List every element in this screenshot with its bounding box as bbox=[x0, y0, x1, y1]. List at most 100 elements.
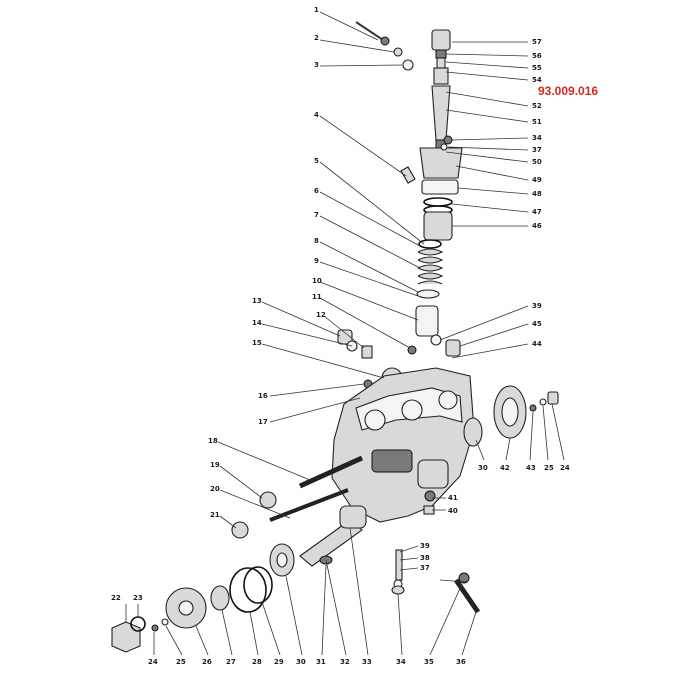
label-40: 40 bbox=[448, 507, 458, 515]
label-36: 36 bbox=[456, 658, 466, 666]
part-6-ring bbox=[418, 239, 442, 249]
label-34-low: 34 bbox=[396, 658, 406, 666]
leader-lines bbox=[125, 11, 565, 656]
callout-labels: 1 2 3 4 5 6 7 8 9 10 11 12 13 14 15 16 1… bbox=[111, 6, 598, 666]
part-7-spring bbox=[417, 248, 444, 285]
label-55: 55 bbox=[532, 64, 542, 72]
part-2 bbox=[393, 47, 403, 57]
label-2: 2 bbox=[314, 34, 319, 42]
label-57: 57 bbox=[532, 38, 542, 46]
label-9: 9 bbox=[314, 257, 319, 265]
part-30-inner bbox=[276, 552, 288, 568]
label-24-right: 24 bbox=[560, 464, 570, 472]
label-51: 51 bbox=[532, 118, 542, 126]
part-57 bbox=[431, 29, 451, 51]
label-11: 11 bbox=[312, 293, 322, 301]
part-34-top bbox=[443, 135, 453, 145]
label-24: 24 bbox=[148, 658, 158, 666]
part-code-label: 93.009.016 bbox=[538, 84, 598, 98]
part-25 bbox=[161, 618, 169, 626]
part-56 bbox=[435, 49, 447, 59]
label-31: 31 bbox=[316, 658, 326, 666]
part-10-plunger bbox=[415, 305, 439, 337]
bore-3 bbox=[438, 390, 458, 410]
label-22: 22 bbox=[111, 594, 121, 602]
part-51 bbox=[431, 85, 451, 141]
label-50: 50 bbox=[532, 158, 542, 166]
part-19 bbox=[259, 491, 277, 509]
label-56: 56 bbox=[532, 52, 542, 60]
label-10: 10 bbox=[312, 277, 322, 285]
part-25-right bbox=[539, 398, 547, 406]
label-4: 4 bbox=[314, 111, 319, 119]
bore-2 bbox=[401, 399, 423, 421]
part-21 bbox=[231, 521, 249, 539]
label-14: 14 bbox=[252, 319, 262, 327]
label-1: 1 bbox=[314, 6, 319, 14]
label-38: 38 bbox=[420, 554, 430, 562]
part-45 bbox=[445, 339, 461, 357]
part-4 bbox=[400, 166, 416, 184]
label-48: 48 bbox=[532, 190, 542, 198]
label-26: 26 bbox=[202, 658, 212, 666]
part-39-top bbox=[430, 334, 442, 346]
label-42: 42 bbox=[500, 464, 510, 472]
label-16: 16 bbox=[258, 392, 268, 400]
label-52: 52 bbox=[532, 102, 542, 110]
label-49: 49 bbox=[532, 176, 542, 184]
part-28 bbox=[229, 567, 267, 613]
part-12 bbox=[361, 345, 373, 359]
housing-side bbox=[417, 459, 449, 489]
label-41: 41 bbox=[448, 494, 458, 502]
label-54: 54 bbox=[532, 76, 542, 84]
label-39-top: 39 bbox=[532, 302, 542, 310]
part-55 bbox=[436, 57, 446, 69]
part-36-bolt bbox=[453, 578, 481, 614]
label-19: 19 bbox=[210, 461, 220, 469]
part-9-seat bbox=[416, 289, 440, 299]
label-18: 18 bbox=[208, 437, 218, 445]
label-29: 29 bbox=[274, 658, 284, 666]
label-33: 33 bbox=[362, 658, 372, 666]
label-39-low: 39 bbox=[420, 542, 430, 550]
label-7: 7 bbox=[314, 211, 319, 219]
part-29 bbox=[243, 566, 273, 604]
label-5: 5 bbox=[314, 157, 319, 165]
part-42-inner bbox=[501, 397, 519, 427]
part-3 bbox=[402, 59, 414, 71]
label-47: 47 bbox=[532, 208, 542, 216]
part-46 bbox=[423, 211, 453, 241]
part-41 bbox=[424, 490, 436, 502]
part-37-top bbox=[440, 143, 448, 151]
label-32: 32 bbox=[340, 658, 350, 666]
part-26-hole bbox=[178, 600, 194, 616]
label-46: 46 bbox=[532, 222, 542, 230]
label-25: 25 bbox=[176, 658, 186, 666]
part-35-nut bbox=[458, 572, 470, 584]
part-23-washer bbox=[130, 616, 146, 632]
label-23: 23 bbox=[133, 594, 143, 602]
label-21: 21 bbox=[210, 511, 220, 519]
label-15: 15 bbox=[252, 339, 262, 347]
label-13: 13 bbox=[252, 297, 262, 305]
part-43 bbox=[529, 404, 537, 412]
label-43: 43 bbox=[526, 464, 536, 472]
part-shaft-flange bbox=[339, 505, 367, 529]
label-17: 17 bbox=[258, 418, 268, 426]
label-37-top: 37 bbox=[532, 146, 542, 154]
label-30: 30 bbox=[296, 658, 306, 666]
label-27: 27 bbox=[226, 658, 236, 666]
part-27 bbox=[210, 585, 230, 611]
bore-1 bbox=[364, 409, 386, 431]
label-34-top: 34 bbox=[532, 134, 542, 142]
part-30-right bbox=[463, 417, 483, 447]
label-37-low: 37 bbox=[420, 564, 430, 572]
parts-drawing bbox=[111, 21, 559, 653]
label-35: 35 bbox=[424, 658, 434, 666]
part-24 bbox=[151, 624, 159, 632]
part-22-nut bbox=[111, 621, 141, 653]
part-48 bbox=[421, 179, 459, 195]
part-1 bbox=[380, 36, 390, 46]
part-49 bbox=[419, 147, 463, 179]
